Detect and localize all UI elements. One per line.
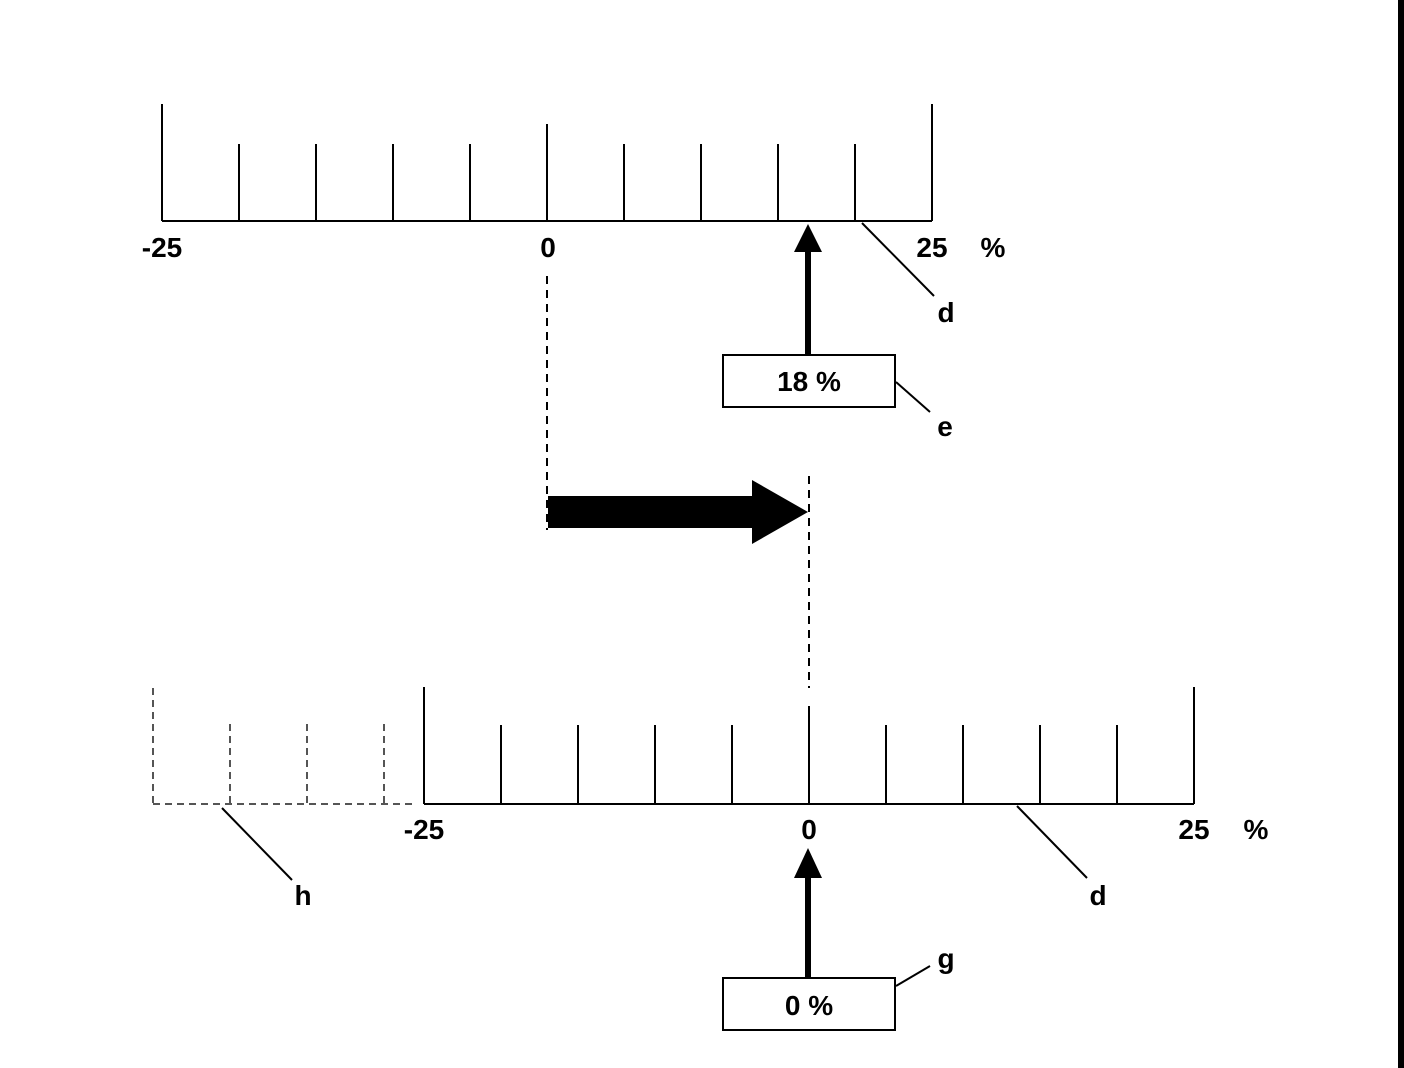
bottom-scale-zero-label: 0 [801,814,817,845]
shifted-part-tag-label: h [294,880,311,911]
right-border [1398,0,1404,1068]
bottom-reading-leader-line [895,965,931,987]
top-scale-leader-line [861,222,935,297]
bottom-scale-unit-label: % [1244,814,1269,845]
bottom-scale-tag-label: d [1089,880,1106,911]
top-reading-box [722,354,896,408]
bottom-reading-tag-label: g [937,943,954,974]
top-reading-leader-line [895,381,931,413]
bottom-scale-min-label: -25 [404,814,444,845]
top-scale-ticks [161,104,933,221]
bottom-scale-max-label: 25 [1178,814,1209,845]
top-scale-min-label: -25 [142,232,182,263]
bottom-scale: -25 0 25 % h d 0 % g [152,687,1269,1031]
bottom-reading-value: 0 % [785,990,833,1021]
top-scale-tag-label: d [937,297,954,328]
shifted-part-leader-line [221,807,293,881]
top-scale: -25 0 25 % d 18 % e [142,104,1006,442]
bottom-pointer-arrow-head [794,848,822,878]
bottom-reading-box [722,977,896,1031]
top-scale-max-label: 25 [916,232,947,263]
shift-indicator [546,276,810,688]
bottom-scale-ticks [423,687,1195,804]
top-scale-unit-label: % [981,232,1006,263]
top-reading-value: 18 % [777,366,841,397]
shift-arrow [548,480,808,544]
shifted-part-ticks [152,688,385,804]
top-scale-zero-label: 0 [540,232,556,263]
bottom-scale-leader-line [1016,805,1088,879]
top-pointer-arrow-head [794,224,822,252]
top-reading-tag-label: e [937,411,953,442]
